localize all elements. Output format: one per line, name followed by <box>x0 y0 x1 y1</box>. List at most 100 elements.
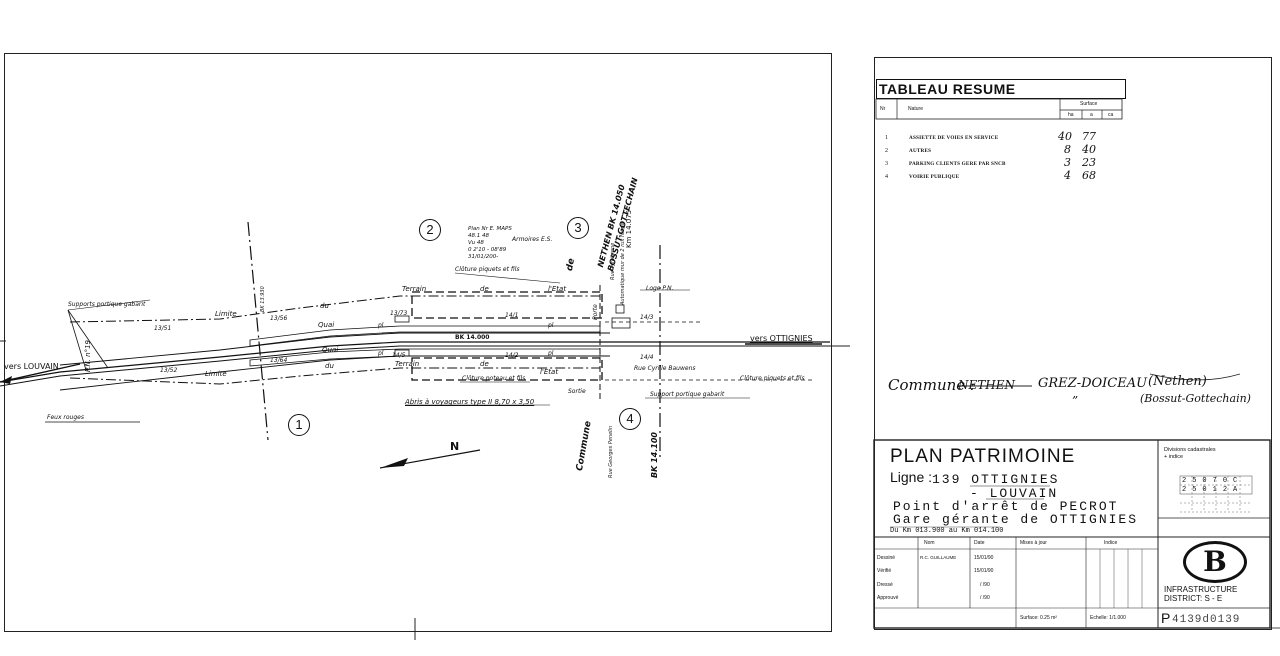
summary-title: TABLEAU RESUME <box>876 79 1126 99</box>
label-letat-bottom: l'Etat <box>540 368 559 376</box>
ref-number: 4139d0139 <box>1172 614 1241 626</box>
cad-digit: 2 <box>1182 486 1193 494</box>
dim-label: 14/1 <box>505 312 519 319</box>
label-de-bottom: de <box>480 360 489 368</box>
dim-label: 13/56 <box>270 315 288 322</box>
plate-label: pl <box>378 322 384 329</box>
col-surface: Surface <box>1080 101 1098 107</box>
col-ca: ca <box>1108 112 1114 118</box>
infra-line2: DISTRICT: S - E <box>1164 594 1223 603</box>
col-ha: ha <box>1068 112 1074 118</box>
cad-digit: 0 <box>1222 477 1234 485</box>
dim-label: 13/64 <box>270 357 288 364</box>
label-north: N <box>450 440 460 453</box>
row-nature: VOIRIE PUBLIQUE <box>909 174 960 180</box>
plan-title: PLAN PATRIMOINE <box>890 446 1076 467</box>
dim-label: 14/3 <box>640 314 654 321</box>
echelle-field: Echelle: 1/1.000 <box>1090 615 1126 621</box>
row-ca: 23 <box>1082 156 1096 169</box>
drawing-frame <box>4 53 832 632</box>
row-a: 4 <box>1064 169 1071 182</box>
label-abris: Abris à voyageurs type II 8,70 x 3,50 <box>405 398 535 406</box>
dim-label: 13/51 <box>154 325 172 332</box>
callout-3: 3 <box>567 217 589 239</box>
cad-digit: 0 <box>1202 486 1213 494</box>
row-nature: PARKING CLIENTS GERE PAR SNCB <box>909 161 1006 167</box>
label-du-bottom: du <box>325 362 334 370</box>
commune-struck: NETHEN <box>958 378 1015 392</box>
label-rue-cyrille: Rue Cyrille Bauwens <box>634 365 696 372</box>
divisions-label: Divisions cadastrales + indice <box>1164 447 1216 460</box>
hdr-indice: Indice <box>1104 540 1118 546</box>
cad-digit: 5 <box>1192 477 1203 485</box>
label-du-top: du <box>320 302 329 310</box>
commune-mark: ” <box>1072 394 1079 408</box>
callout-4: 4 <box>619 408 641 430</box>
commune-label: Commune : <box>888 376 975 394</box>
dim-label: 14/4 <box>640 354 654 361</box>
cad-digit: 2 <box>1182 477 1193 485</box>
row-nr: 3 <box>885 161 888 167</box>
date-approuve: / /90 <box>980 595 990 601</box>
summary-panel <box>874 57 1272 630</box>
dim-label: 13/52 <box>160 367 178 374</box>
label-bk-main: BK 14.000 <box>455 334 490 341</box>
hdr-date: Date <box>974 540 985 546</box>
row-a: 3 <box>1064 156 1071 169</box>
label-limite-top: Limite <box>215 310 237 318</box>
col-nr: Nr <box>880 106 886 112</box>
stamp-block: Plan Nr E. MAPS 48.1 48 Vu 48 0 2'10 - 0… <box>468 226 512 261</box>
cad-row1: 25070C <box>1182 477 1243 485</box>
cad-digit: 2 <box>1222 486 1234 494</box>
point-arret: Point d'arrêt de PECROT <box>893 499 1119 514</box>
commune-name: GREZ-DOICEAU <box>1038 376 1148 391</box>
callout-1: 1 <box>288 414 310 436</box>
label-sortie: Sortie <box>568 388 586 395</box>
row-nr: 4 <box>885 174 888 180</box>
cad-digit: A <box>1233 486 1244 494</box>
row-nr: 1 <box>885 135 888 141</box>
label-limite-bottom: Limite <box>205 370 227 378</box>
label-quai-top: Quai <box>318 321 335 329</box>
cad-digit: 7 <box>1212 477 1223 485</box>
row-nature: AUTRES <box>909 148 932 154</box>
dim-label: 14/2 <box>505 352 519 359</box>
row-ca: 40 <box>1082 143 1096 156</box>
role-approuve: Approuvé <box>877 595 899 601</box>
col-nature: Nature <box>908 106 924 112</box>
label-feux-rouges: Feux rouges <box>47 414 84 421</box>
role-dessine: Dessiné <box>877 555 896 561</box>
label-de-top: de <box>480 285 489 293</box>
plate-label: pl <box>548 322 554 329</box>
cad-digit: 5 <box>1192 486 1203 494</box>
row-ca: 68 <box>1082 169 1096 182</box>
hdr-mises: Mises à jour <box>1020 540 1047 546</box>
label-terrain-top: Terrain <box>402 285 427 293</box>
plate-label: pl <box>548 350 554 357</box>
surface-field: Surface: 0.25 m² <box>1020 615 1057 621</box>
callout-2: 2 <box>419 219 441 241</box>
cad-digit: 1 <box>1212 486 1223 494</box>
label-cloture-piquets-right: Clôture piquets et fils <box>740 375 805 382</box>
infra-line1: INFRASTRUCTURE <box>1164 585 1238 594</box>
ligne-line1: 139 OTTIGNIES <box>932 472 1060 487</box>
row-ca: 77 <box>1082 130 1096 143</box>
ligne-line2: - LOUVAIN <box>970 486 1059 501</box>
row-nature: ASSIETTE DE VOIES EN SERVICE <box>909 135 999 141</box>
row-a: 8 <box>1064 143 1071 156</box>
date-dresse: / /90 <box>980 582 990 588</box>
label-letat-top: l'Etat <box>548 285 567 293</box>
gare-gerante: Gare gérante de OTTIGNIES <box>893 512 1139 527</box>
plate-label: pl <box>378 350 384 357</box>
label-loge-pn: Loge P.N. <box>646 285 674 292</box>
stamp-line: Vu 48 <box>468 240 484 246</box>
commune-note: (Nethen) <box>1148 374 1207 389</box>
role-verifie: Vérifié <box>877 568 892 574</box>
date-verifie: 15/01/90 <box>974 568 994 574</box>
label-vers-louvain: vers LOUVAIN <box>4 362 59 371</box>
label-supports-gabarit: Supports portique gabarit <box>68 301 146 308</box>
date-dessine: 15/01/90 <box>974 555 994 561</box>
col-a: a <box>1090 112 1093 118</box>
